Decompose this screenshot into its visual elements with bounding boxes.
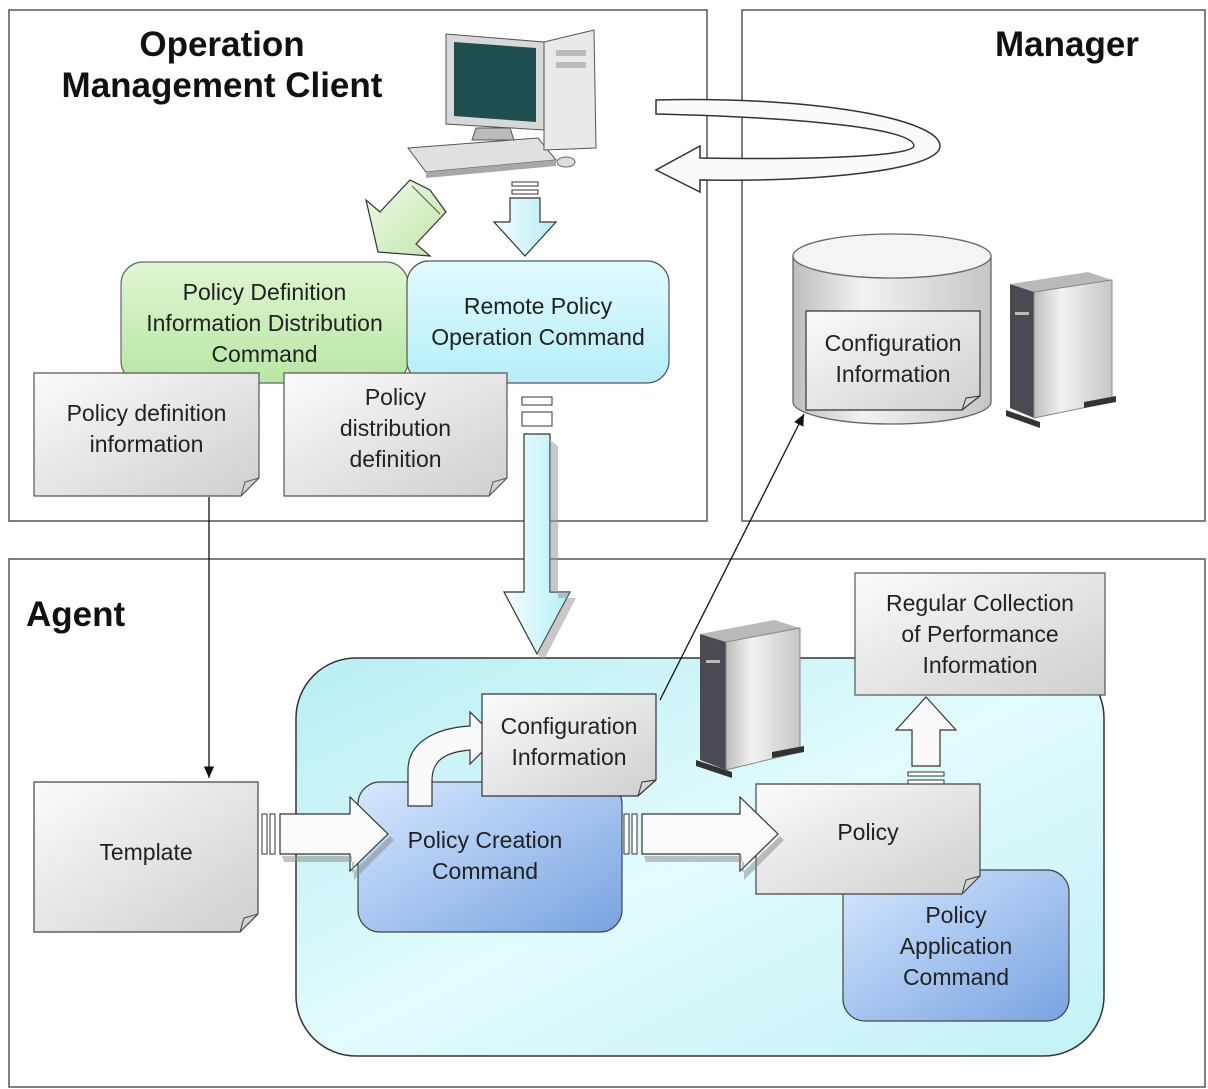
policy-label: Policy [837, 818, 899, 845]
remote-command-arrow [492, 181, 558, 257]
agent-title: Agent [26, 595, 126, 634]
regular-collection-box [854, 572, 1106, 696]
remote-policy-op-cmd-label: Remote Policy Operation Command [431, 293, 645, 350]
creation-to-policy-arrow [623, 795, 784, 880]
remote-to-agent-arrow [503, 396, 576, 660]
policy-dist-def-doc [283, 372, 508, 497]
desktop-computer-icon [407, 29, 597, 178]
template-label: Template [99, 838, 193, 865]
policy-def-info-label: Policy definition information [66, 400, 227, 457]
manager-config-label: Configuration Information [824, 330, 962, 387]
policy-dist-def-label: Policy distribution definition [339, 383, 452, 472]
policy-def-info-doc [33, 372, 260, 497]
policy-application-cmd-label: Policy Application Command [899, 901, 1013, 990]
tower-server-icon-agent [696, 620, 804, 778]
policy-creation-cmd-label: Policy Creation Command [407, 827, 563, 884]
tower-server-icon [1006, 272, 1116, 428]
agent-config-doc [481, 693, 657, 797]
template-doc [33, 781, 259, 933]
policy-doc [755, 783, 981, 895]
template-to-creation-arrow [261, 795, 394, 880]
client-title: Operation Management Client [61, 25, 383, 105]
agent-config-label: Configuration Information [500, 713, 638, 770]
policy-def-dist-cmd-label: Policy Definition Information Distributi… [146, 278, 383, 367]
manager-title: Manager [995, 25, 1139, 64]
sync-curved-arrow [654, 98, 941, 194]
distribute-arrow-green [365, 179, 447, 257]
config-upload-connector [659, 413, 805, 701]
manager-config-doc [805, 310, 981, 411]
regular-collection-label: Regular Collection of Performance Inform… [886, 589, 1074, 678]
policy-to-collection-arrow [894, 696, 958, 785]
remote-policy-op-cmd-box [406, 260, 670, 384]
